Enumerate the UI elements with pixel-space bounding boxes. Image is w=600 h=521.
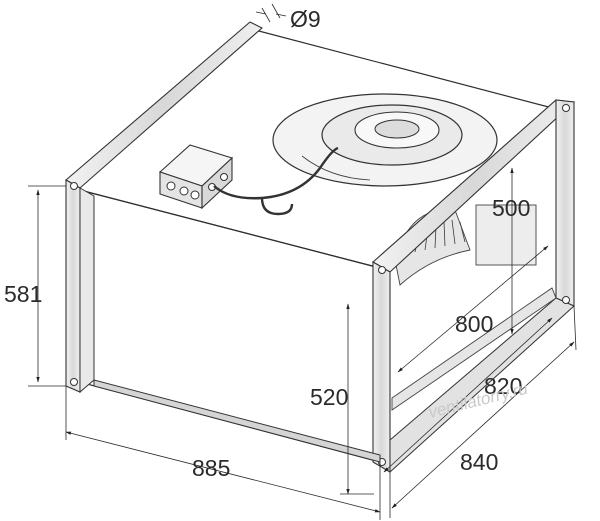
power-cable <box>213 146 339 216</box>
left-flange <box>65 21 263 394</box>
dim-body-depth: 820 <box>484 373 522 399</box>
dim-body-height: 520 <box>310 384 348 410</box>
dim-diameter: Ø9 <box>290 6 321 32</box>
junction-box <box>158 144 234 210</box>
dimension-lines <box>28 3 577 520</box>
dim-outlet-height: 500 <box>492 195 530 221</box>
dim-outlet-width: 800 <box>455 311 493 337</box>
dim-total-depth: 840 <box>460 449 498 475</box>
motor-disc <box>272 93 498 187</box>
dim-total-length: 885 <box>192 455 230 481</box>
dim-height-total: 581 <box>4 281 42 307</box>
